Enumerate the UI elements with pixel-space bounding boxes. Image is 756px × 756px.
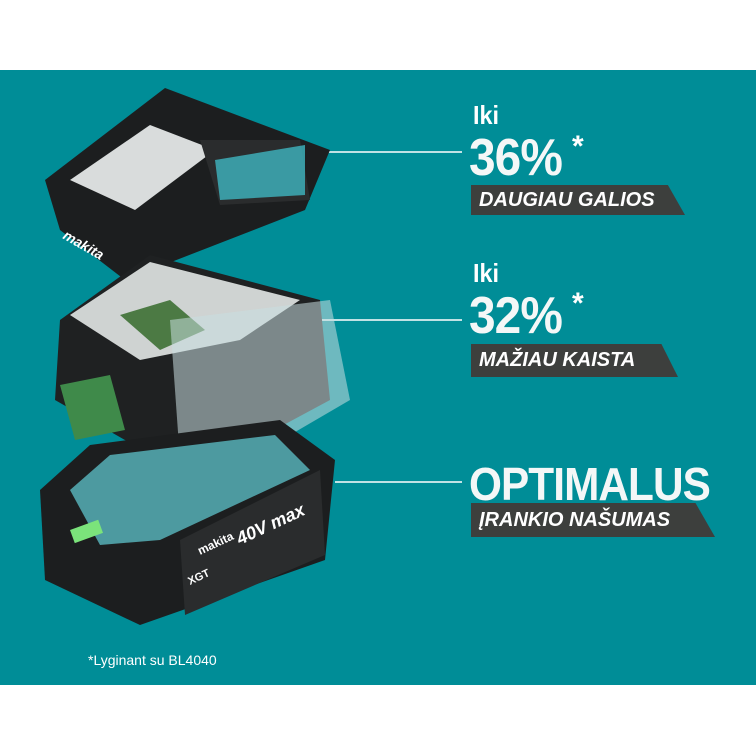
battery-top-cap: makita <box>45 88 330 280</box>
footnote: *Lyginant su BL4040 <box>88 652 217 668</box>
callout-2-asterisk: * <box>572 287 584 320</box>
callout-2-prefix: Iki <box>473 258 500 288</box>
callout-1-banner: DAUGIAU GALIOS <box>471 185 685 215</box>
callout-1-prefix: Iki <box>473 100 500 130</box>
battery-bottom-case: makita 40V max XGT <box>40 420 335 625</box>
callout-3-banner: ĮRANKIO NAŠUMAS <box>471 503 715 537</box>
callout-1-value: 36% <box>469 129 563 187</box>
callout-2-banner-text: MAŽIAU KAISTA <box>479 349 636 371</box>
battery-cells <box>55 255 350 470</box>
callout-2-value: 32% <box>469 287 563 345</box>
callout-1-asterisk: * <box>572 130 584 163</box>
callout-3-value: OPTIMALUS <box>469 458 711 510</box>
callout-2-banner: MAŽIAU KAISTA <box>471 344 678 377</box>
